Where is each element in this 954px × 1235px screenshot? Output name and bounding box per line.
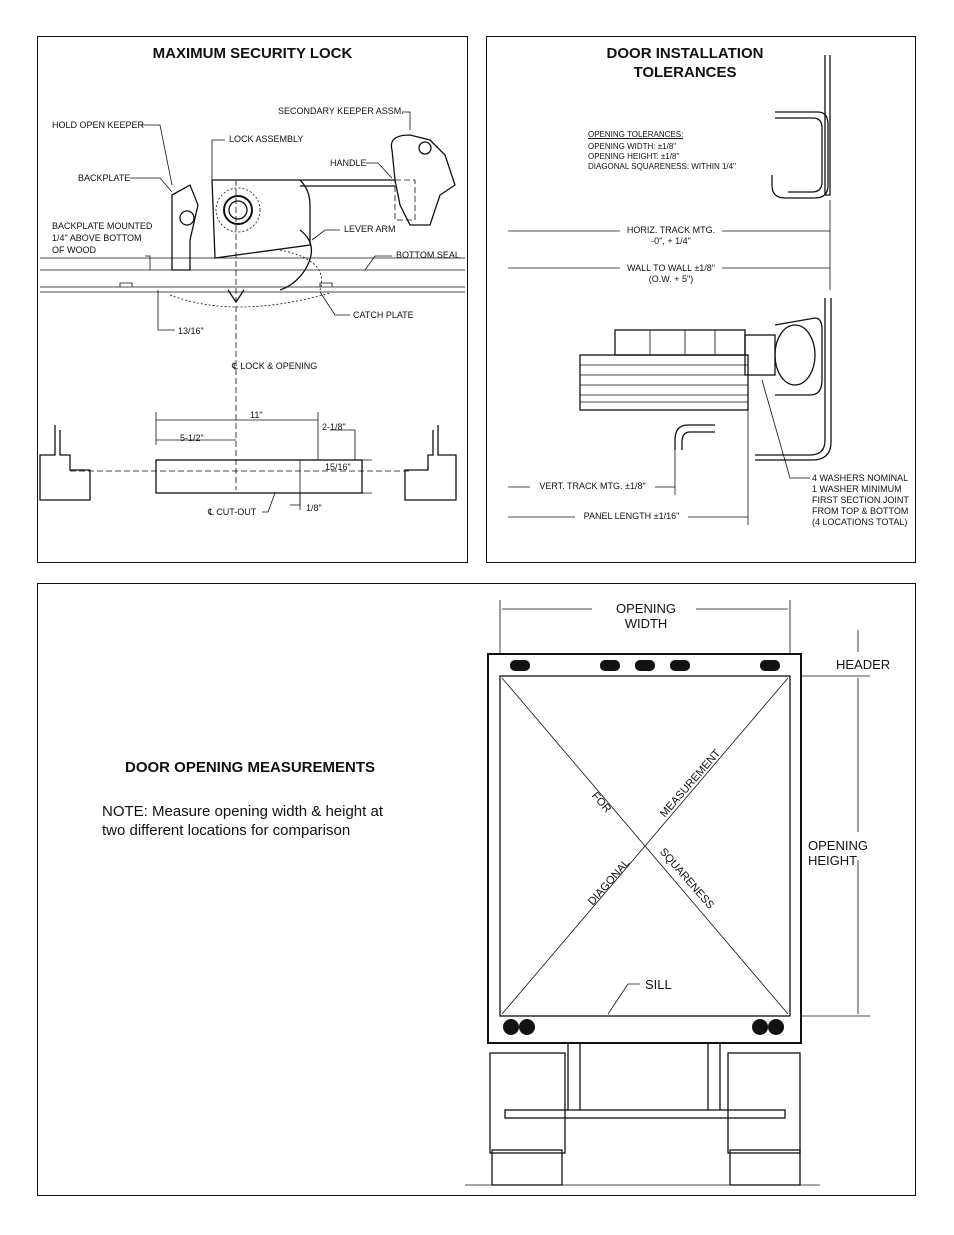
opening-panel-title: DOOR OPENING MEASUREMENTS xyxy=(124,759,376,776)
wall-to-wall-label-1: WALL TO WALL ±1/8" xyxy=(626,263,715,273)
lock-panel xyxy=(37,36,468,563)
label-catch-plate: CATCH PLATE xyxy=(353,310,414,320)
label-cut-out: ℄ CUT-OUT xyxy=(208,507,257,517)
label-secondary-keeper: SECONDARY KEEPER ASSM. xyxy=(278,106,404,116)
tolerance-panel xyxy=(486,36,916,563)
label-handle: HANDLE xyxy=(330,158,367,168)
washers-line-1: 4 WASHERS NOMINAL xyxy=(812,473,909,483)
horiz-track-label-2: -0", + 1/4" xyxy=(651,236,691,246)
washers-line-5: (4 LOCATIONS TOTAL) xyxy=(812,517,908,527)
label-lever-arm: LEVER ARM xyxy=(344,224,396,234)
label-dim-13-16: 13/16" xyxy=(178,326,204,336)
opening-note-line-1: NOTE: Measure opening width & height at xyxy=(102,803,383,820)
opening-width-label: OPENING WIDTH xyxy=(616,601,676,631)
tolerance-panel-title-2: TOLERANCES xyxy=(633,64,737,81)
label-hold-open-keeper: HOLD OPEN KEEPER xyxy=(52,120,145,130)
opening-note-line-2: two different locations for comparison xyxy=(102,822,351,839)
label-backplate-mounted-3: OF WOOD xyxy=(52,245,96,255)
label-backplate-mounted-1: BACKPLATE MOUNTED xyxy=(52,221,153,231)
opening-panel xyxy=(37,583,916,1196)
sill-label: SILL xyxy=(645,977,672,992)
washers-line-3: FIRST SECTION JOINT xyxy=(812,495,909,505)
label-dim-15-16: 15/16" xyxy=(325,462,351,472)
wall-to-wall-label-2: (O.W. + 5") xyxy=(648,274,694,284)
lock-panel-title: MAXIMUM SECURITY LOCK xyxy=(152,45,353,62)
label-lock-assembly: LOCK ASSEMBLY xyxy=(229,134,304,144)
label-dim-2-1-8: 2-1/8" xyxy=(322,422,346,432)
opening-tolerances-heading: OPENING TOLERANCES: xyxy=(588,130,684,139)
label-dim-1-8: 1/8" xyxy=(306,503,322,513)
vert-track-label: VERT. TRACK MTG. ±1/8" xyxy=(539,481,646,491)
opening-width-tolerance: OPENING WIDTH: ±1/8" xyxy=(588,142,677,151)
header-label: HEADER xyxy=(836,657,891,672)
label-backplate: BACKPLATE xyxy=(78,173,131,183)
label-bottom-seal: BOTTOM SEAL xyxy=(396,250,460,260)
washers-line-2: 1 WASHER MINIMUM xyxy=(812,484,902,494)
diagonal-tolerance: DIAGONAL SQUARENESS: WITHIN 1/4" xyxy=(588,162,736,171)
panel-length-label: PANEL LENGTH ±1/16" xyxy=(583,511,680,521)
label-dim-5-1-2: 5-1/2" xyxy=(180,433,204,443)
opening-height-label: OPENING HEIGHT xyxy=(808,838,868,868)
label-backplate-mounted-2: 1/4" ABOVE BOTTOM xyxy=(52,233,142,243)
tolerance-panel-title-1: DOOR INSTALLATION xyxy=(606,45,764,62)
label-dim-11: 11" xyxy=(250,410,263,420)
opening-height-tolerance: OPENING HEIGHT: ±1/8" xyxy=(588,152,680,161)
washers-line-4: FROM TOP & BOTTOM xyxy=(812,506,909,516)
horiz-track-label-1: HORIZ. TRACK MTG. xyxy=(626,225,716,235)
label-lock-opening: ℄ LOCK & OPENING xyxy=(232,361,318,371)
